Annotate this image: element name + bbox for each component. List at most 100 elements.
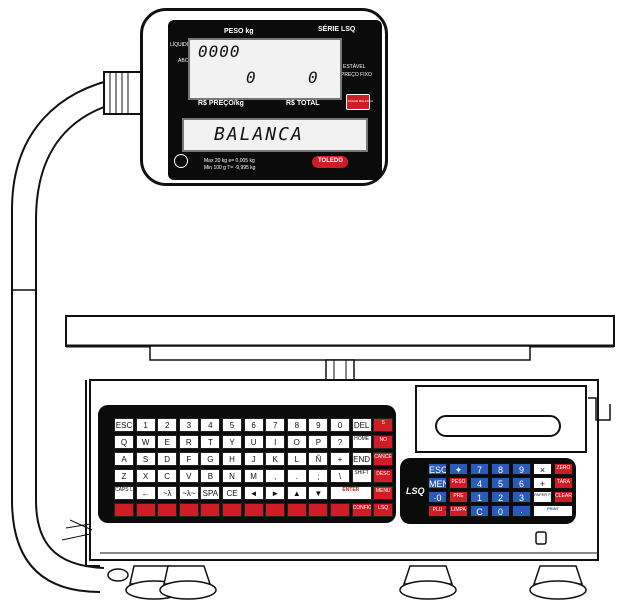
key-1-4[interactable]: T [200, 435, 221, 449]
key-5-6[interactable] [243, 503, 264, 517]
key-3-10[interactable]: \ [330, 469, 350, 483]
key-0-10[interactable]: 0 [330, 418, 350, 432]
key-1-3[interactable]: R [178, 435, 199, 449]
key-5-2[interactable] [157, 503, 178, 517]
key-2-11[interactable]: END [351, 452, 372, 466]
key-3-6[interactable]: M [243, 469, 264, 483]
key-1-2[interactable]: E [157, 435, 178, 449]
numpad-key-1-6[interactable]: TARA [554, 477, 573, 489]
key-5-11[interactable]: CONFIG [351, 503, 372, 517]
numpad-key-1-1[interactable]: PESO [449, 477, 468, 489]
numpad-key-1-0[interactable]: MENU [428, 477, 447, 489]
key-0-1[interactable]: 1 [135, 418, 156, 432]
numpad-key-0-5[interactable]: × [533, 463, 552, 475]
numpad-key-0-2[interactable]: 7 [470, 463, 489, 475]
key-2-0[interactable]: A [114, 452, 134, 466]
key-2-12[interactable]: CANCELA [373, 452, 394, 466]
key-1-1[interactable]: W [135, 435, 156, 449]
key-2-6[interactable]: J [243, 452, 264, 466]
numpad-key-0-3[interactable]: 8 [491, 463, 510, 475]
key-4-5[interactable]: CE [222, 486, 242, 500]
key-2-2[interactable]: D [157, 452, 178, 466]
numpad-key-2-5[interactable]: PAPER FEED [533, 491, 552, 503]
key-5-10[interactable] [330, 503, 350, 517]
key-0-12[interactable]: S [373, 418, 394, 432]
key-0-11[interactable]: DEL [351, 418, 372, 432]
key-1-0[interactable]: Q [114, 435, 134, 449]
numpad-key-1-3[interactable]: 5 [491, 477, 510, 489]
numpad-key-0-6[interactable]: ZERO [554, 463, 573, 475]
key-0-8[interactable]: 8 [286, 418, 307, 432]
key-3-8[interactable]: . [286, 469, 307, 483]
key-5-5[interactable] [222, 503, 242, 517]
key-3-5[interactable]: N [222, 469, 242, 483]
numpad-key-2-3[interactable]: 2 [491, 491, 510, 503]
key-3-4[interactable]: B [200, 469, 221, 483]
key-4-1[interactable]: ← [135, 486, 156, 500]
numpad-key-3-1[interactable]: LIMPA [449, 505, 468, 517]
key-5-1[interactable] [135, 503, 156, 517]
key-3-1[interactable]: X [135, 469, 156, 483]
key-2-3[interactable]: F [178, 452, 199, 466]
key-1-11[interactable]: HOME [351, 435, 372, 449]
key-1-6[interactable]: U [243, 435, 264, 449]
key-3-12[interactable]: DESC [373, 469, 394, 483]
key-2-9[interactable]: Ñ [308, 452, 329, 466]
key-1-7[interactable]: I [265, 435, 286, 449]
key-0-4[interactable]: 4 [200, 418, 221, 432]
key-3-9[interactable]: ; [308, 469, 329, 483]
numpad-key-3-0[interactable]: PLU [428, 505, 447, 517]
key-5-8[interactable] [286, 503, 307, 517]
numpad-key-3-3[interactable]: 0 [491, 505, 510, 517]
numpad-key-2-0[interactable]: ·0 [428, 491, 447, 503]
key-2-1[interactable]: S [135, 452, 156, 466]
key-2-5[interactable]: H [222, 452, 242, 466]
key-4-4[interactable]: SPA [200, 486, 221, 500]
key-1-8[interactable]: O [286, 435, 307, 449]
key-0-3[interactable]: 3 [178, 418, 199, 432]
numpad-key-2-1[interactable]: PRE [449, 491, 468, 503]
key-0-9[interactable]: 9 [308, 418, 329, 432]
key-5-3[interactable] [178, 503, 199, 517]
key-1-10[interactable]: ? [330, 435, 350, 449]
key-4-6[interactable]: ◄ [243, 486, 264, 500]
numpad-key-1-4[interactable]: 6 [512, 477, 531, 489]
numpad-key-1-2[interactable]: 4 [470, 477, 489, 489]
key-2-10[interactable]: + [330, 452, 350, 466]
key-1-9[interactable]: P [308, 435, 329, 449]
key-4-10[interactable]: ENTER [330, 486, 372, 500]
key-5-0[interactable] [114, 503, 134, 517]
numpad-key-3-2[interactable]: C [470, 505, 489, 517]
key-4-9[interactable]: ▼ [308, 486, 329, 500]
key-4-12[interactable]: MENU [373, 486, 394, 500]
key-2-8[interactable]: L [286, 452, 307, 466]
key-3-2[interactable]: C [157, 469, 178, 483]
key-0-6[interactable]: 6 [243, 418, 264, 432]
key-0-2[interactable]: 2 [157, 418, 178, 432]
key-5-12[interactable]: LSQ [373, 503, 394, 517]
key-0-5[interactable]: 5 [222, 418, 242, 432]
key-4-8[interactable]: ▲ [286, 486, 307, 500]
numpad-key-0-0[interactable]: ESC [428, 463, 447, 475]
key-1-12[interactable]: NO [373, 435, 394, 449]
key-3-0[interactable]: Z [114, 469, 134, 483]
key-1-5[interactable]: Y [222, 435, 242, 449]
numpad-key-2-2[interactable]: 1 [470, 491, 489, 503]
key-0-7[interactable]: 7 [265, 418, 286, 432]
key-5-7[interactable] [265, 503, 286, 517]
numpad-key-3-4[interactable]: · [512, 505, 531, 517]
numpad-key-1-5[interactable]: + [533, 477, 552, 489]
key-3-3[interactable]: V [178, 469, 199, 483]
key-5-4[interactable] [200, 503, 221, 517]
key-5-9[interactable] [308, 503, 329, 517]
numpad-key-2-6[interactable]: CLEAR [554, 491, 573, 503]
numpad-key-0-1[interactable]: ✦ [449, 463, 468, 475]
numpad-key-2-4[interactable]: 3 [512, 491, 531, 503]
key-4-2[interactable]: ~λ [157, 486, 178, 500]
key-4-7[interactable]: ► [265, 486, 286, 500]
numpad-key-0-4[interactable]: 9 [512, 463, 531, 475]
key-0-0[interactable]: ESC [114, 418, 134, 432]
key-2-4[interactable]: G [200, 452, 221, 466]
key-4-0[interactable]: CAPS LOCK [114, 486, 134, 500]
key-3-7[interactable]: , [265, 469, 286, 483]
